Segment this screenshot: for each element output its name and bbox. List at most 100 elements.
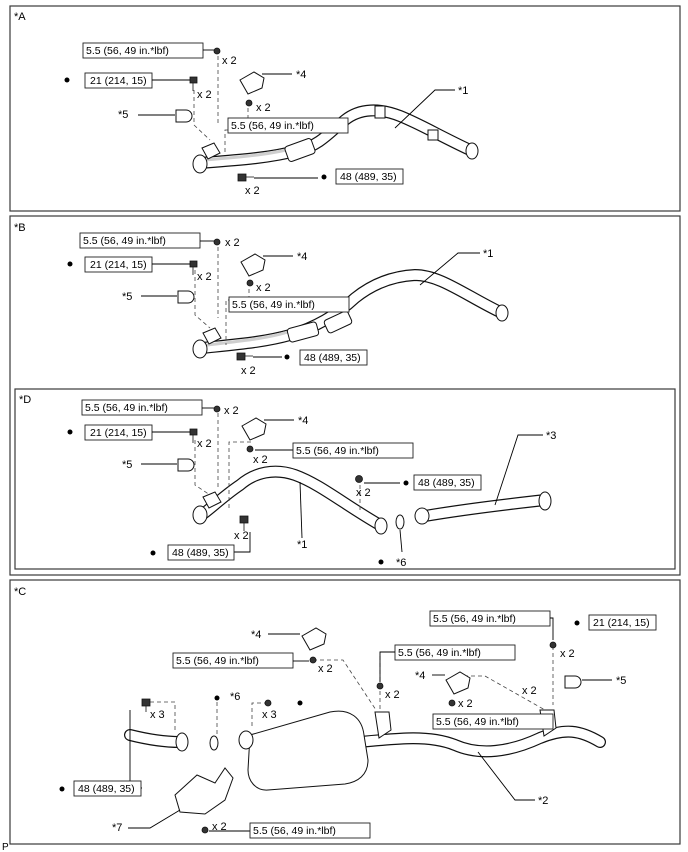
callout-7: *7: [112, 822, 122, 834]
spec-text-nut-torque: 5.5 (56, 49 in.*lbf): [436, 716, 519, 728]
inlet-flange-icon: [192, 154, 208, 174]
qty-label: x 2: [253, 454, 268, 466]
nut-icon: [246, 279, 254, 287]
catalytic-converter-icon: [286, 321, 320, 343]
outlet-flange-icon: [374, 517, 388, 535]
spec-box-bolt-large-torque: [167, 544, 235, 561]
sensor-icon: [564, 675, 582, 689]
inlet-flange-icon: [192, 339, 208, 359]
callout-1: *1: [483, 248, 493, 260]
flange-bracket-icon: [202, 327, 222, 345]
spec-text-bolt-torque: 21 (214, 15): [90, 259, 147, 271]
callout-5: *5: [122, 291, 132, 303]
spec-box-bolt-torque: [84, 256, 153, 273]
qty-label: x 2: [212, 821, 227, 833]
rubber-hanger-icon: [445, 671, 471, 695]
qty-label: x 2: [256, 102, 271, 114]
callout-5: *5: [616, 675, 626, 687]
marker-dot: [64, 77, 70, 83]
marker-dot: [67, 429, 73, 435]
hanger-icon: [427, 129, 439, 141]
qty-label: x 2: [225, 237, 240, 249]
qty-label: x 2: [197, 438, 212, 450]
spec-box-nut-torque: [292, 442, 414, 459]
callout-4: *4: [415, 670, 425, 682]
gasket-icon: [209, 735, 219, 751]
spec-text-nut-torque: 5.5 (56, 49 in.*lbf): [85, 402, 168, 414]
callout-5: *5: [118, 109, 128, 121]
marker-dot: [321, 174, 327, 180]
bolt-icon: [239, 515, 249, 531]
gasket-icon: [395, 514, 405, 530]
qty-label: x 2: [224, 405, 239, 417]
spec-text-nut-torque: 5.5 (56, 49 in.*lbf): [433, 613, 516, 625]
rubber-hanger-icon: [241, 417, 267, 441]
outlet-flange-icon: [175, 732, 189, 752]
spec-text-bolt-large-torque: 48 (489, 35): [78, 783, 135, 795]
panel-c-frame: [9, 579, 681, 845]
spec-text-nut-torque: 5.5 (56, 49 in.*lbf): [253, 825, 336, 837]
callout-2: *2: [538, 795, 548, 807]
inlet-flange-icon: [192, 505, 208, 525]
callout-4: *4: [296, 69, 306, 81]
outlet-flange-icon: [495, 304, 509, 322]
panel-c: *C *7 x 3 48 (489, 35): [9, 579, 681, 845]
sensor-icon: [175, 109, 193, 123]
spec-box-nut-torque: [82, 42, 204, 59]
spec-box-nut-torque: [394, 644, 516, 661]
callout-4: *4: [298, 415, 308, 427]
catalytic-converter-icon: [323, 310, 353, 334]
callout-4: *4: [297, 251, 307, 263]
spec-text-bolt-large-torque: 48 (489, 35): [340, 171, 397, 183]
panel-d-label: *D: [19, 394, 31, 406]
callout-3: *3: [546, 430, 556, 442]
hanger-bracket-icon: [374, 711, 392, 739]
front-exhaust-pipe-a: [192, 104, 479, 174]
sensor-icon: [177, 290, 195, 304]
nut-icon: [376, 682, 384, 690]
qty-label: x 2: [222, 55, 237, 67]
spec-box-bolt-large-torque: [335, 168, 404, 185]
sensor-icon: [177, 458, 195, 472]
spec-box-bolt-torque: [84, 72, 153, 89]
qty-label: x 2: [560, 648, 575, 660]
marker-dot: [297, 700, 303, 706]
nut-icon: [355, 475, 363, 483]
bolt-icon: [189, 260, 198, 275]
qty-label: x 2: [318, 663, 333, 675]
panel-a-label: *A: [14, 11, 26, 23]
nut-icon: [213, 238, 221, 246]
spec-text-nut-torque: 5.5 (56, 49 in.*lbf): [296, 445, 379, 457]
spec-box-nut-torque: [228, 296, 350, 313]
spec-box-nut-torque: [429, 610, 551, 627]
front-exhaust-pipe-d: [192, 465, 388, 535]
center-pipe-stub: [124, 729, 189, 752]
spec-box-nut-torque: [172, 652, 294, 669]
qty-label: x 2: [256, 282, 271, 294]
qty-label: x 3: [150, 709, 165, 721]
front-exhaust-pipe-b: [192, 269, 509, 359]
callout-5: *5: [122, 459, 132, 471]
spec-box-nut-torque: [81, 399, 203, 416]
callout-1: *1: [458, 85, 468, 97]
bolt-icon: [237, 173, 254, 182]
nut-icon: [549, 641, 557, 649]
qty-label: x 2: [241, 365, 256, 377]
nut-icon: [264, 699, 272, 707]
hanger-icon: [374, 105, 386, 119]
spec-text-nut-torque: 5.5 (56, 49 in.*lbf): [176, 655, 259, 667]
muffler-icon: [247, 710, 369, 791]
spec-box-nut-torque: [249, 822, 371, 839]
tail-exhaust-pipe-with-muffler: [238, 709, 606, 791]
spec-box-bolt-large-torque: [73, 780, 142, 797]
panel-a: *A 5.5 (56, 49 in.*lbf) x 2 21 (214, 15)…: [9, 5, 681, 212]
spec-text-bolt-torque: 21 (214, 15): [90, 75, 147, 87]
marker-dot: [403, 480, 409, 486]
qty-label: x 3: [262, 709, 277, 721]
callout-6: *6: [396, 557, 406, 569]
spec-text-nut-torque: 5.5 (56, 49 in.*lbf): [83, 235, 166, 247]
rubber-hanger-icon: [239, 71, 265, 95]
inlet-flange-icon: [414, 507, 430, 525]
callout-1: *1: [297, 539, 307, 551]
